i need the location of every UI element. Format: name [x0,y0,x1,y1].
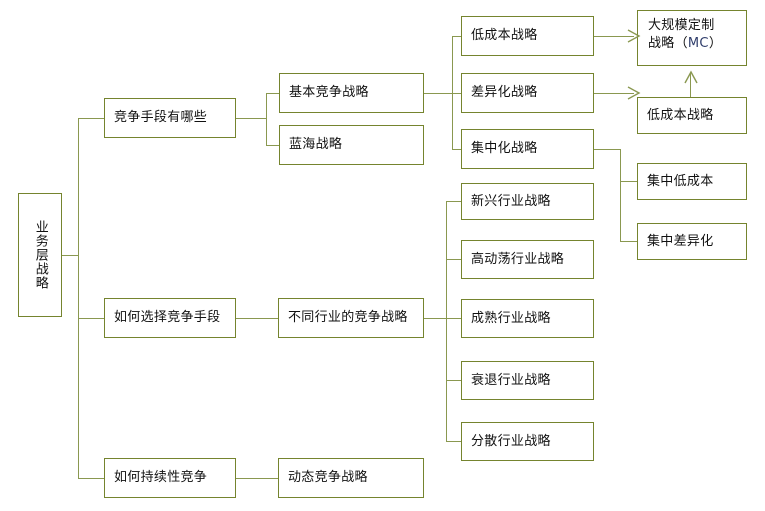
node-root[interactable]: 业务层战略 [18,193,62,317]
node-root-label: 业务层战略 [32,220,48,290]
node-label: 集中差异化 [647,233,714,249]
node-label: 衰退行业战略 [471,372,551,388]
connector-industries-spine [446,201,447,441]
connector-branch1-out [236,118,266,119]
arrowhead-lowcostresult-to-mc [684,70,698,84]
node-mass-customization-strategy[interactable]: 大规模定制 战略（MC） [637,10,747,66]
node-label: 低成本战略 [647,107,714,123]
node-label: 成熟行业战略 [471,310,551,326]
connector-focus-out [594,149,620,150]
connector-basic-to-lowcost [452,36,461,37]
node-branch-how-to-choose[interactable]: 如何选择竞争手段 [104,298,236,338]
node-low-cost-result[interactable]: 低成本战略 [637,97,747,134]
node-label: 集中低成本 [647,173,714,189]
node-label: 集中化战略 [471,141,538,157]
node-declining-industry-strategy[interactable]: 衰退行业战略 [461,361,594,400]
connector-ind-to-4 [446,380,461,381]
mc-abbreviation: MC [687,35,709,51]
connector-root-out [62,255,79,256]
node-label: 分散行业战略 [471,433,551,449]
node-branch-competition-means[interactable]: 竞争手段有哪些 [104,98,236,138]
connector-ind-to-5 [446,441,461,442]
node-branch-sustained-competition[interactable]: 如何持续性竞争 [104,458,236,498]
node-low-cost-strategy[interactable]: 低成本战略 [461,16,594,56]
connector-branch2-out [236,318,278,319]
node-turbulent-industry-strategy[interactable]: 高动荡行业战略 [461,240,594,279]
node-label: 高动荡行业战略 [471,251,565,267]
arrowhead-diff-to-lowcostresult [627,86,641,100]
node-label: 低成本战略 [471,28,538,44]
node-blue-ocean-strategy[interactable]: 蓝海战略 [279,125,424,165]
connector-basic-to-diff [452,93,461,94]
node-focus-differentiation[interactable]: 集中差异化 [637,223,747,260]
node-label-line2: 战略（MC） [648,35,746,53]
connector-lowcostresult-to-mc [690,73,691,97]
connector-spine-to-branch3 [78,478,105,479]
node-mature-industry-strategy[interactable]: 成熟行业战略 [461,299,594,338]
connector-basic-to-focus [452,149,461,150]
node-label: 新兴行业战略 [471,193,551,209]
connector-focus-to-focusdiff [620,241,637,242]
connector-branch1-to-basic [266,93,279,94]
connector-focus-spine [620,149,621,241]
node-label: 如何选择竞争手段 [114,310,221,326]
node-label: 动态竞争战略 [288,470,368,486]
connector-ind-to-3 [446,318,461,319]
node-label-line1: 大规模定制 [648,18,715,33]
node-basic-competitive-strategy[interactable]: 基本竞争战略 [279,73,424,113]
mc-suffix: ） [708,35,723,51]
connector-main-spine [78,118,79,479]
node-differentiation-strategy[interactable]: 差异化战略 [461,73,594,113]
connector-lowcost-to-mc [594,36,634,37]
connector-industries-out [424,318,446,319]
node-label: 竞争手段有哪些 [114,110,208,126]
node-fragmented-industry-strategy[interactable]: 分散行业战略 [461,422,594,461]
node-label: 如何持续性竞争 [114,470,208,486]
connector-focus-to-focuslowcost [620,181,637,182]
connector-spine-to-branch2 [78,318,105,319]
node-focus-strategy[interactable]: 集中化战略 [461,129,594,169]
mc-prefix: 战略（ [648,35,688,51]
connector-diff-to-lowcostresult [594,93,634,94]
connector-basic-out [424,93,452,94]
arrowhead-lowcost-to-mc [627,29,641,43]
connector-ind-to-1 [446,201,461,202]
connector-branch1-to-blueocean [266,145,279,146]
node-label: 基本竞争战略 [289,85,369,101]
connector-branch3-out [236,478,278,479]
node-label: 蓝海战略 [289,137,343,153]
node-dynamic-competition-strategy[interactable]: 动态竞争战略 [278,458,424,498]
connector-ind-to-2 [446,259,461,260]
node-label: 不同行业的竞争战略 [288,310,408,326]
connector-branch1-spine [266,93,267,145]
node-focus-low-cost[interactable]: 集中低成本 [637,163,747,200]
node-label: 差异化战略 [471,85,538,101]
connector-basic-spine [452,36,453,149]
connector-spine-to-branch1 [78,118,105,119]
node-emerging-industry-strategy[interactable]: 新兴行业战略 [461,183,594,220]
node-industry-competitive-strategies[interactable]: 不同行业的竞争战略 [278,298,424,338]
